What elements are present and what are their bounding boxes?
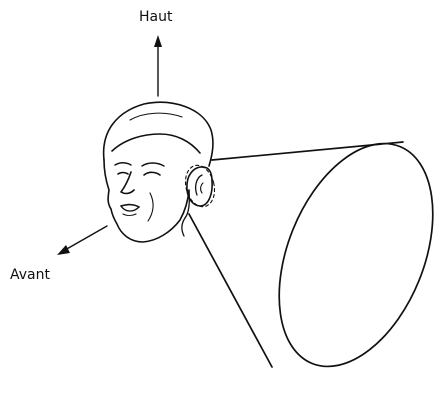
eye-right bbox=[144, 172, 160, 175]
ear-outline bbox=[187, 167, 212, 206]
head-drawing bbox=[104, 102, 213, 242]
eye-left bbox=[118, 173, 128, 175]
up-arrow bbox=[154, 35, 162, 96]
nose bbox=[121, 172, 134, 193]
cone-base bbox=[249, 121, 446, 389]
face-contour bbox=[104, 160, 189, 242]
cone-drawing bbox=[189, 121, 446, 389]
eyebrow bbox=[115, 163, 131, 165]
mouth bbox=[121, 205, 139, 207]
cone-edge-bottom bbox=[189, 214, 272, 367]
front-arrow bbox=[57, 226, 107, 255]
up-label: Haut bbox=[139, 9, 172, 25]
hairline bbox=[112, 134, 200, 153]
front-label: Avant bbox=[10, 267, 50, 283]
